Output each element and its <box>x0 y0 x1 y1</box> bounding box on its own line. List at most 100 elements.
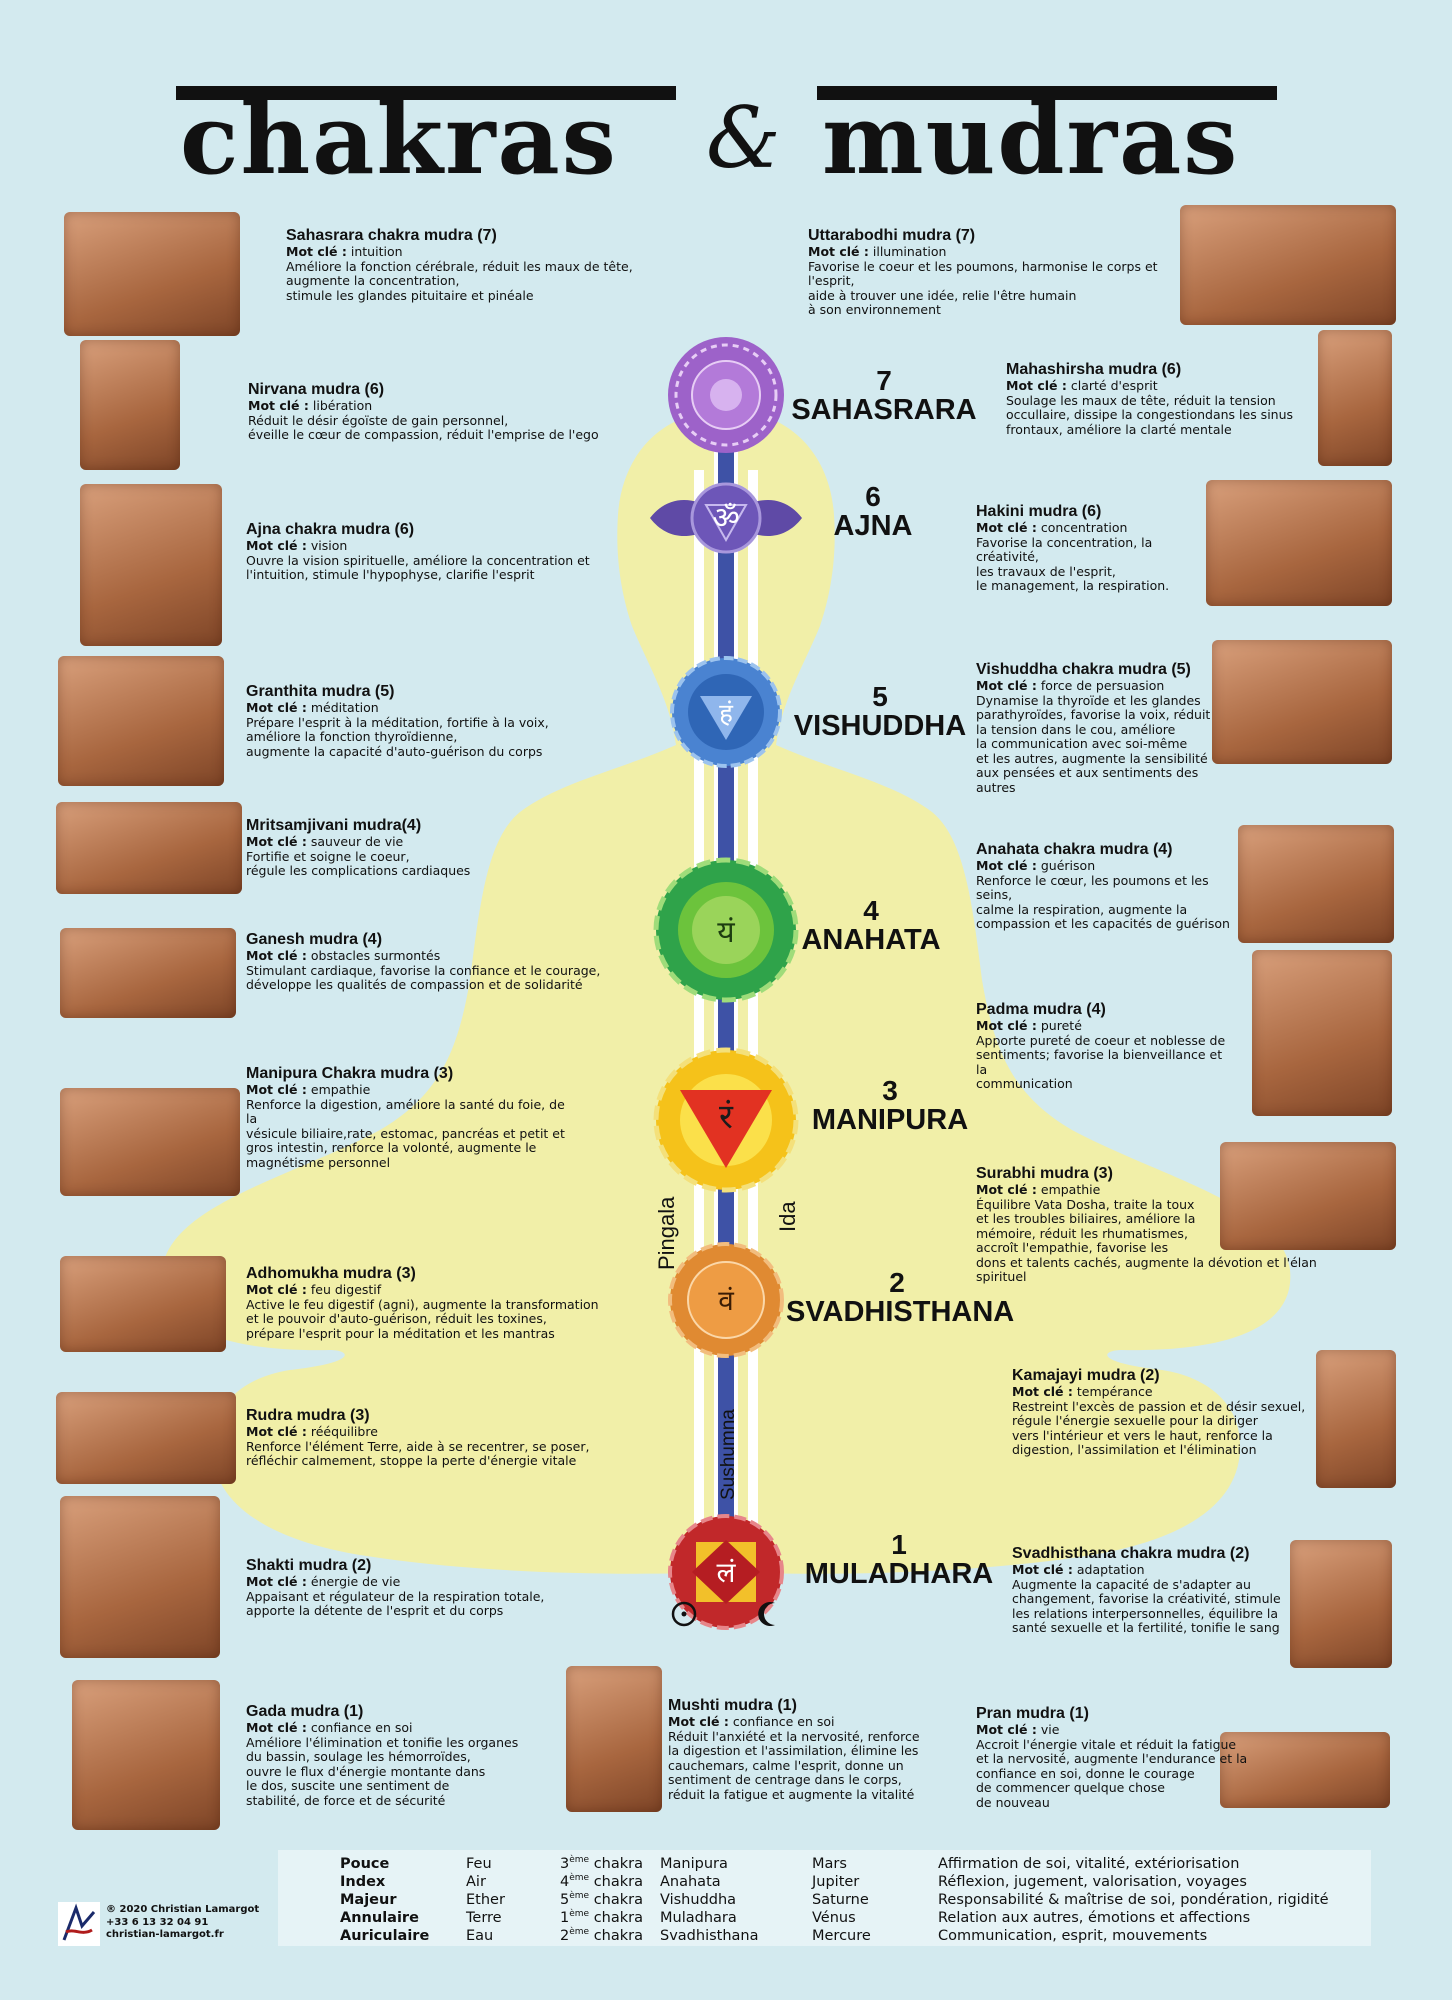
mudra-manipura: Manipura Chakra mudra (3) Mot clé : empa… <box>246 1064 576 1170</box>
mudra-keyword: Mot clé : pureté <box>976 1018 1082 1033</box>
mudra-name: Shakti mudra (2) <box>246 1557 372 1574</box>
mudra-mushti: Mushti mudra (1) Mot clé : confiance en … <box>668 1696 968 1802</box>
mudra-keyword: Mot clé : illumination <box>808 244 947 259</box>
table-row: Index Air 4ème chakra Anahata Jupiter Ré… <box>278 1873 1371 1891</box>
sun-icon <box>671 1601 697 1627</box>
mudra-description: Restreint l'excès de passion et de désir… <box>1012 1398 1306 1457</box>
chakra-number: 1 <box>891 1529 907 1560</box>
hand-photo-rudra <box>56 1392 236 1484</box>
footer-text: ® 2020 Christian Lamargot +33 6 13 32 04… <box>106 1904 259 1942</box>
chakra-cell: Muladhara <box>660 1910 737 1926</box>
ida-label: Ida <box>775 1201 800 1232</box>
pingala-channel <box>748 470 758 1580</box>
mudra-name: Vishuddha chakra mudra (5) <box>976 661 1191 678</box>
manipura-glyph: रं <box>719 1097 734 1137</box>
mudra-uttarabodhi: Uttarabodhi mudra (7) Mot clé : illumina… <box>808 226 1178 318</box>
finger-cell: Index <box>340 1874 386 1890</box>
mudra-name: Ganesh mudra (4) <box>246 931 383 948</box>
finger-correspondence-table: Pouce Feu 3ème chakra Manipura Mars Affi… <box>278 1850 1371 1946</box>
title-bar-right <box>817 86 1277 100</box>
meaning-cell: Relation aux autres, émotions et affecti… <box>938 1910 1251 1926</box>
mudra-ajna: Ajna chakra mudra (6) Mot clé : vision O… <box>246 520 606 583</box>
mudra-description: Accroit l'énergie vitale et réduit la fa… <box>976 1736 1248 1810</box>
chakra-name: SAHASRARA <box>791 394 977 427</box>
vishuddha-lotus-icon: हं <box>670 656 782 768</box>
author-logo-icon <box>58 1902 100 1946</box>
element-cell: Terre <box>466 1910 502 1926</box>
hand-photo-padma <box>1252 950 1392 1116</box>
mudra-pran: Pran mudra (1) Mot clé : vie Accroit l'é… <box>976 1704 1276 1810</box>
mudra-keyword: Mot clé : guérison <box>976 858 1096 873</box>
element-cell: Ether <box>466 1892 505 1908</box>
element-cell: Air <box>466 1874 486 1890</box>
planet-cell: Vénus <box>812 1910 856 1926</box>
hand-photo-mritsamjivani <box>56 802 242 894</box>
mudra-description: Améliore la fonction cérébrale, réduit l… <box>286 258 633 303</box>
mudra-name: Manipura Chakra mudra (3) <box>246 1065 454 1082</box>
mudra-description: Renforce le cœur, les poumons et les sei… <box>976 872 1230 931</box>
chakra-number: 2 <box>889 1267 905 1298</box>
mudra-keyword: Mot clé : force de persuasion <box>976 678 1165 693</box>
manipura-lotus-icon: रं <box>653 1047 799 1193</box>
mudra-keyword: Mot clé : clarté d'esprit <box>1006 378 1158 393</box>
mudra-keyword: Mot clé : concentration <box>976 520 1128 535</box>
hand-photo-manipura <box>60 1088 240 1196</box>
table-row: Pouce Feu 3ème chakra Manipura Mars Affi… <box>278 1855 1371 1873</box>
mudra-kamajayi: Kamajayi mudra (2) Mot clé : tempérance … <box>1012 1366 1312 1458</box>
planet-cell: Mercure <box>812 1928 871 1944</box>
svadhisthana-lotus-icon: वं <box>668 1242 784 1358</box>
mudra-description: Stimulant cardiaque, favorise la confian… <box>246 962 601 992</box>
mudra-keyword: Mot clé : vision <box>246 538 348 553</box>
hand-photo-ganesh <box>60 928 236 1018</box>
mudra-mritsamjivani: Mritsamjivani mudra(4) Mot clé : sauveur… <box>246 816 546 879</box>
ida-channel <box>694 470 704 1580</box>
mudra-name: Padma mudra (4) <box>976 1001 1106 1018</box>
finger-cell: Auriculaire <box>340 1928 430 1944</box>
footer-phone: +33 6 13 32 04 91 <box>106 1916 209 1928</box>
mudra-sahasrara: Sahasrara chakra mudra (7) Mot clé : int… <box>286 226 646 303</box>
meaning-cell: Responsabilité & maîtrise de soi, pondér… <box>938 1892 1329 1908</box>
mudra-keyword: Mot clé : confiance en soi <box>246 1720 413 1735</box>
svadhisthana-glyph: वं <box>718 1284 734 1317</box>
mudra-description: Réduit l'anxiété et la nervosité, renfor… <box>668 1728 920 1802</box>
mudra-nirvana: Nirvana mudra (6) Mot clé : libération R… <box>248 380 618 443</box>
mudra-anahata: Anahata chakra mudra (4) Mot clé : guéri… <box>976 840 1236 932</box>
table-row: Majeur Ether 5ème chakra Vishuddha Satur… <box>278 1891 1371 1909</box>
chakra-label-7: 7 SAHASRARA <box>784 366 984 426</box>
mudra-gada: Gada mudra (1) Mot clé : confiance en so… <box>246 1702 536 1808</box>
mudra-ganesh: Ganesh mudra (4) Mot clé : obstacles sur… <box>246 930 606 993</box>
chakra-label-1: 1 MULADHARA <box>796 1530 1002 1590</box>
anahata-lotus-icon: यं <box>653 857 799 1003</box>
mudra-name: Surabhi mudra (3) <box>976 1165 1113 1182</box>
planet-cell: Mars <box>812 1856 847 1872</box>
mudra-keyword: Mot clé : tempérance <box>1012 1384 1153 1399</box>
mudra-keyword: Mot clé : rééquilibre <box>246 1424 378 1439</box>
mudra-mahashirsha: Mahashirsha mudra (6) Mot clé : clarté d… <box>1006 360 1306 437</box>
mudra-description: Favorise le coeur et les poumons, harmon… <box>808 258 1158 317</box>
mudra-description: Appaisant et régulateur de la respiratio… <box>246 1588 545 1618</box>
chakra-rank-cell: 4ème chakra <box>560 1873 643 1890</box>
mudra-name: Hakini mudra (6) <box>976 503 1102 520</box>
hand-photo-adhomukha <box>60 1256 226 1352</box>
meaning-cell: Affirmation de soi, vitalité, extérioris… <box>938 1856 1240 1872</box>
mudra-name: Adhomukha mudra (3) <box>246 1265 416 1282</box>
element-cell: Eau <box>466 1928 494 1944</box>
hand-photo-hakini <box>1206 480 1392 606</box>
title-right: mudras <box>822 83 1240 196</box>
pingala-label: Pingala <box>654 1196 679 1270</box>
finger-cell: Annulaire <box>340 1910 419 1926</box>
mudra-name: Gada mudra (1) <box>246 1703 364 1720</box>
mudra-keyword: Mot clé : libération <box>248 398 373 413</box>
chakra-number: 5 <box>872 681 888 712</box>
mudra-keyword: Mot clé : méditation <box>246 700 379 715</box>
mudra-name: Uttarabodhi mudra (7) <box>808 227 976 244</box>
finger-cell: Majeur <box>340 1892 397 1908</box>
mudra-description: Réduit le désir égoïste de gain personne… <box>248 412 599 442</box>
chakra-name: MANIPURA <box>811 1104 969 1137</box>
footer-website[interactable]: christian-lamargot.fr <box>106 1929 224 1940</box>
mudra-surabhi: Surabhi mudra (3) Mot clé : empathie Équ… <box>976 1164 1356 1285</box>
chakra-number: 7 <box>876 365 892 396</box>
chakra-label-5: 5 VISHUDDHA <box>786 682 974 742</box>
mudra-keyword: Mot clé : sauveur de vie <box>246 834 404 849</box>
title-bar-left <box>176 86 676 100</box>
